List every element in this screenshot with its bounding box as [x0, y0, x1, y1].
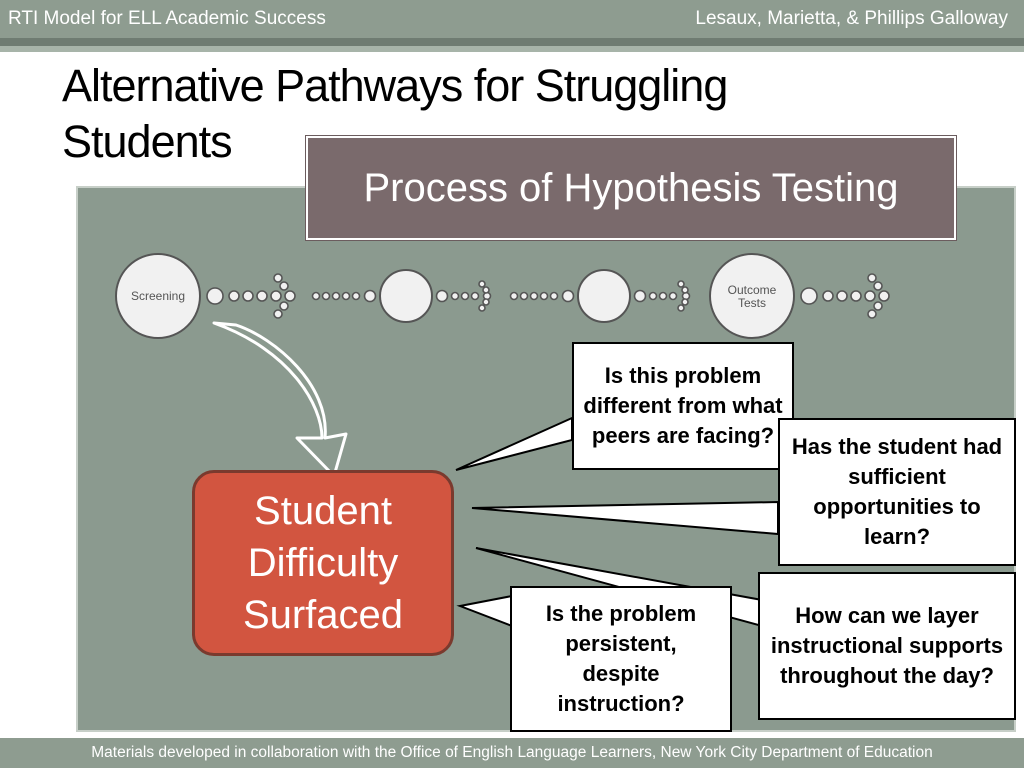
student-difficulty-box: Student Difficulty Surfaced	[192, 470, 454, 656]
screening-label: Screening	[131, 289, 185, 303]
outcome-label-line2: Tests	[738, 296, 766, 310]
step-circle-2	[379, 269, 433, 323]
question-text-persistent: Is the problem persistent, despite instr…	[545, 601, 697, 716]
callout-pointer-q4	[456, 594, 513, 628]
question-box-peers: Is this problem different from what peer…	[572, 342, 794, 470]
question-box-opportunities: Has the student had sufficient opportuni…	[778, 418, 1016, 566]
header-divider-dark	[0, 38, 1024, 46]
student-box-line1: Student	[254, 489, 392, 533]
student-box-line2: Difficulty	[247, 541, 399, 585]
screening-to-student-arrow	[212, 321, 348, 478]
question-text-layer-supports: How can we layer instructional supports …	[770, 603, 1004, 688]
slide-footer: Materials developed in collaboration wit…	[0, 738, 1024, 768]
callout-pointer-q2	[471, 500, 779, 536]
question-box-layer-supports: How can we layer instructional supports …	[758, 572, 1016, 720]
slide-title: Alternative Pathways for Struggling Stud…	[62, 60, 728, 167]
slide-header: RTI Model for ELL Academic Success Lesau…	[0, 0, 1024, 38]
screening-circle	[115, 253, 201, 339]
header-authors: Lesaux, Marietta, & Phillips Galloway	[695, 8, 1008, 29]
flow-connectors	[206, 273, 890, 319]
student-box-line3: Surfaced	[242, 593, 404, 637]
process-title-banner: Process of Hypothesis Testing	[306, 136, 956, 240]
outcome-tests-circle	[709, 253, 795, 339]
callout-pointer-q1	[455, 416, 573, 471]
question-text-peers: Is this problem different from what peer…	[583, 363, 783, 448]
header-divider-light	[0, 46, 1024, 52]
question-text-opportunities: Has the student had sufficient opportuni…	[791, 434, 1003, 549]
outcome-label-line1: Outcome	[728, 283, 777, 297]
header-course-title: RTI Model for ELL Academic Success	[8, 8, 326, 29]
step-circle-3	[577, 269, 631, 323]
question-box-persistent: Is the problem persistent, despite instr…	[510, 586, 732, 732]
flow-circles	[115, 253, 795, 339]
